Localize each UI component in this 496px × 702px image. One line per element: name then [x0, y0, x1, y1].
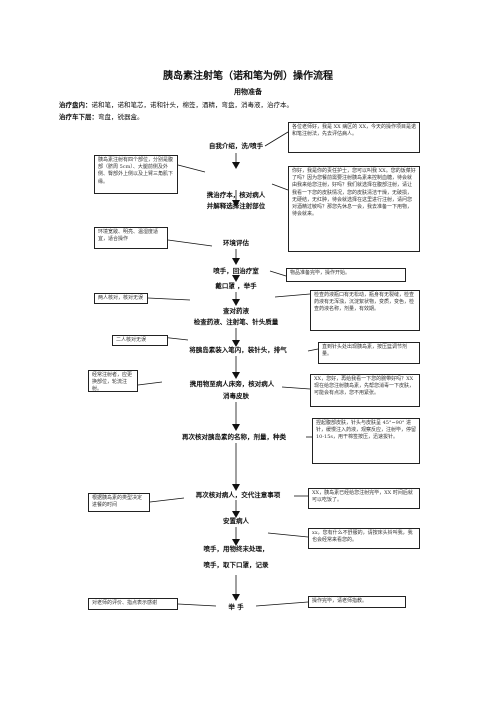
- step-explain-site: 并解释选择注射部位: [206, 202, 266, 210]
- step-recheck-patient: 再次核对病人，交代注意事项: [195, 491, 281, 499]
- cart-bottom-label: 治疗车下层：: [59, 113, 98, 121]
- note-prime-needle: 直到针头处出现胰岛素，按压篮调节剂量。: [318, 342, 420, 364]
- step-mask-raise-hand: 戴口罩 ，举手: [215, 282, 257, 290]
- step-check-quality: 检查药液、注射笔、针头质量: [193, 318, 279, 326]
- cart-bottom-items: 弯盘，锐器盒。: [98, 113, 144, 121]
- step-return-room: 喷手，回治疗室: [213, 267, 259, 275]
- step-environment: 环境评估: [223, 239, 249, 247]
- note-patient-dialogue: 你好，我是你的责任护士，您可以叫我 XX。您的饭菜好了吗？因为您餐前需要注射胰岛…: [288, 166, 420, 252]
- step-final-handling: 喷手，用物终末处理，: [203, 545, 269, 553]
- note-environment: 环境宽敞、明亮、温湿度适宜，适合操作: [94, 227, 168, 249]
- note-call-bell: xx，您有什么不舒服的，请按床头铃叫我，我也会经常来看您的。: [308, 528, 420, 549]
- step-raise-hand: 举 手: [228, 603, 244, 611]
- note-thanks: 对老师的评价、指点表示感谢: [88, 598, 178, 610]
- step-check-liquid: 查对药液: [223, 307, 249, 315]
- note-injection-technique: 捏起腹部皮肤，针头与皮肤呈 45°~90° 进针，缓慢注入药液，观察反应，注射毕…: [312, 418, 420, 464]
- note-greeting: 各位老师好，我是 XX 病区的 XX，今天的操作项目是诺和笔注射法，先去评估病人…: [288, 122, 420, 153]
- page-title: 胰岛素注射笔（诺和笔为例）操作流程: [163, 71, 333, 82]
- step-recheck-insulin: 再次核对胰岛素的名称，剂量，种类: [182, 433, 286, 441]
- prep-heading: 用物准备: [234, 87, 262, 96]
- note-injection-sites: 胰岛素注射有四个部位，分别是腹部（脐周 5cm）、大腿前侧及外侧、臀部外上侧以及…: [94, 155, 178, 194]
- note-check-liquid: 检查药液瓶口有无松动，瓶身有无裂缝，检查药液有无浑浊，沉淀絮状物，变质，变色，检…: [310, 290, 420, 331]
- note-double-check: 二人核对无误: [112, 335, 168, 346]
- step-introduce-wash: 自我介绍，洗/喷手: [208, 142, 264, 150]
- step-load-insulin: 将胰岛素装入笔内，装针头，排气: [189, 346, 287, 354]
- cart-top-label: 治疗盘内：: [59, 101, 92, 109]
- cart-bottom-line: 治疗车下层：弯盘，锐器盒。: [59, 111, 144, 121]
- cart-top-line: 治疗盘内：诺和笔，诺和笔芯，诺和针头，棉签，酒精，弯盘，消毒液，治疗本。: [59, 99, 293, 109]
- cart-top-items: 诺和笔，诺和笔芯，诺和针头，棉签，酒精，弯盘，消毒液，治疗本。: [91, 101, 294, 109]
- note-two-person-check: 两人核对，核对无误: [94, 293, 148, 304]
- note-meal-timing: 根据胰岛素的类型决定进餐的时间: [88, 493, 150, 512]
- step-record: 喷手，取下口罩，记录: [203, 561, 269, 569]
- note-finished: 操作完毕，请老师指教。: [308, 596, 406, 608]
- step-check-patient: 携治疗本，核对病人: [206, 191, 266, 199]
- note-injection-done: XX，胰岛素已经给您注射完毕，XX 时间后就可以吃饭了。: [308, 488, 420, 509]
- step-settle-patient: 安置病人: [223, 517, 249, 525]
- step-bedside-check: 携用物至病人床旁，核对病人: [189, 380, 275, 388]
- note-bedside-dialogue: XX，您好，再给我看一下您的腕带好吗？XX 现在给您注射胰岛素，先帮您消毒一下皮…: [310, 374, 420, 407]
- note-rotate-sites: 经常注射者，应更换部位，轮流注射。: [88, 370, 138, 392]
- step-disinfect-skin: 消毒皮肤: [223, 392, 249, 400]
- note-ready: 物品准备完毕，操作开始。: [286, 268, 406, 282]
